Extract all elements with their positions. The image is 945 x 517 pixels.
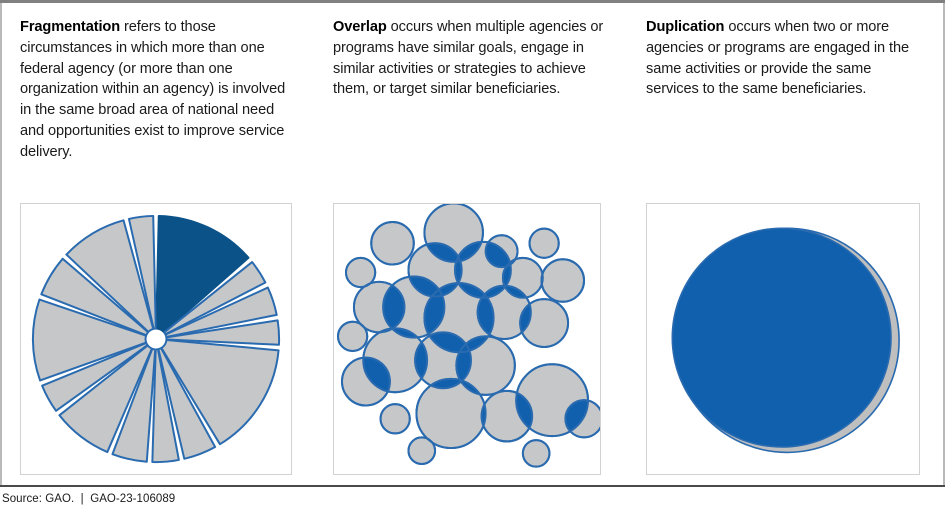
overlap-circle-rim	[564, 399, 600, 439]
pie-slice	[31, 298, 148, 382]
overlap-circle-rim	[476, 284, 532, 340]
overlap-circle-rim	[362, 327, 429, 394]
overlap-circle-rim	[423, 204, 484, 263]
pie-slice	[160, 338, 280, 446]
overlapping-circles-cluster	[336, 204, 600, 468]
overlap-circle-rim	[407, 436, 437, 466]
pie-slice	[127, 214, 157, 330]
panel-duplication: Duplication occurs when two or more agen…	[624, 3, 945, 485]
overlap-circle-rim	[382, 275, 446, 339]
overlap-intersection	[455, 241, 483, 262]
left-rule	[0, 3, 2, 485]
overlap-circle-rim	[480, 389, 534, 443]
overlap-circle-rim	[501, 256, 544, 299]
overlap-intersection	[408, 276, 445, 297]
fragmentation-description: Fragmentation refers to those circumstan…	[20, 17, 297, 203]
overlap-circle-rim	[528, 227, 560, 259]
bottom-rule	[0, 485, 945, 487]
source-line: Source: GAO. | GAO-23-106089	[2, 493, 176, 505]
overlap-intersection	[485, 241, 511, 268]
duplication-term: Duplication	[646, 19, 725, 35]
pie-slice-group	[31, 214, 281, 464]
pie-slice	[155, 214, 250, 334]
fragmentation-body: refers to those circumstances in which m…	[20, 19, 286, 160]
panel-row: Fragmentation refers to those circumstan…	[0, 3, 945, 485]
overlap-body: occurs when multiple agencies or program…	[333, 19, 604, 98]
fragmentation-term: Fragmentation	[20, 19, 121, 35]
pie-slice	[40, 257, 150, 337]
fragmentation-figure-box	[20, 203, 292, 475]
duplication-figure-box	[646, 203, 920, 475]
overlap-circle-rim	[521, 439, 551, 468]
panel-overlap: Overlap occurs when multiple agencies or…	[311, 3, 624, 485]
overlap-description: Overlap occurs when multiple agencies or…	[333, 17, 610, 203]
overlap-term: Overlap	[333, 19, 387, 35]
overlap-circle-rim	[484, 234, 519, 269]
overlap-circle-rim	[415, 377, 487, 450]
overlap-circle-rim	[519, 298, 570, 348]
panel-fragmentation: Fragmentation refers to those circumstan…	[0, 3, 311, 485]
overlap-circle-rim	[407, 242, 463, 298]
two-coincident-circles	[671, 227, 900, 454]
overlap-circle-rim	[379, 403, 411, 435]
overlap-circle-rim	[336, 320, 369, 352]
pie-slice	[65, 219, 155, 333]
overlap-figure-box	[333, 203, 601, 475]
exploded-pie-chart	[31, 214, 281, 464]
overlap-circle-rim	[455, 335, 516, 396]
top-rule	[0, 0, 945, 3]
overlap-circle-rim	[414, 331, 472, 390]
overlap-circle-rim	[340, 356, 391, 407]
overlap-circle-rim	[370, 220, 415, 266]
overlap-circle-group	[336, 204, 600, 468]
duplication-circle-front	[671, 227, 892, 448]
overlap-circle-rim	[344, 256, 377, 289]
duplication-description: Duplication occurs when two or more agen…	[646, 17, 923, 203]
duplication-body: occurs when two or more agencies or prog…	[646, 19, 910, 98]
overlap-intersection	[424, 243, 462, 262]
right-rule	[943, 3, 945, 485]
overlap-circle-rim	[540, 258, 586, 303]
duplication-circle-group	[671, 227, 900, 454]
pie-slice	[58, 344, 153, 454]
